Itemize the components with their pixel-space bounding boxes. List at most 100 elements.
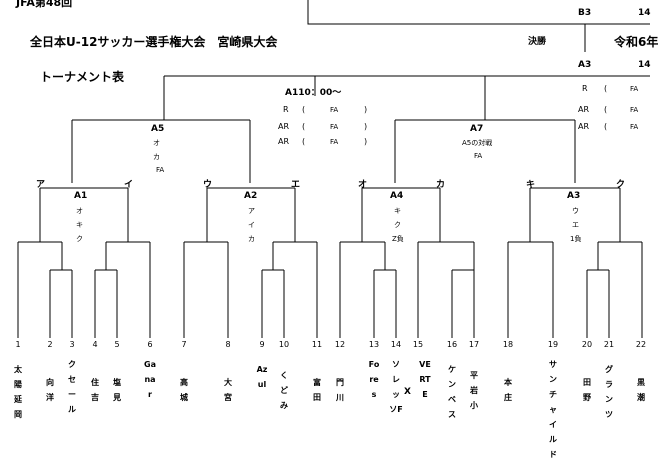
team-name: 太陽延岡 [14,365,22,419]
team-number: 6 [147,340,153,349]
tournament-title: 全日本U-12サッカー選手権大会 宮崎県大会 [30,35,278,49]
team-name: 大宮 [224,378,232,402]
team-number: 1 [15,340,21,349]
a3-qf-code: A3 [567,191,581,201]
a1-line: ク [76,235,83,243]
a5-code: A5 [151,124,165,134]
team-name: 塩見 [113,378,121,402]
team-name: 向洋 [46,378,54,402]
b3-code: B3 [578,8,592,18]
a4-line: Z負 [392,235,404,243]
team-number: 17 [468,340,480,349]
team-number: 22 [635,340,647,349]
a2-code: A2 [244,191,258,201]
team-name: Azul [256,365,268,389]
a4-code: A4 [390,191,404,201]
top-match-label: A110：00〜 [285,88,342,98]
a3-qf-line: ウ [572,207,579,215]
official-open: ( [302,137,306,146]
team-number: 3 [69,340,75,349]
official-value: FA [330,138,339,146]
a5-line: オ [153,139,160,147]
a2-line: カ [248,235,255,243]
official-role: AR [578,122,590,131]
team-name: Fores [368,360,380,399]
team-number: 2 [47,340,53,349]
a3-qf-line: エ [572,221,579,229]
official-open: ( [302,105,306,114]
official-role: R [283,105,289,114]
era-label: 令和6年 [614,35,658,49]
edition-label: JFA第48回 [16,0,73,9]
team-number: 9 [259,340,265,349]
group-letter: ク [616,180,626,190]
group-letter: エ [291,180,301,190]
team-name: VERTE [419,360,431,399]
team-name: サンチャイルド [549,360,557,459]
a1-code: A1 [74,191,88,201]
team-name: 本庄 [504,378,512,402]
group-letter: キ [526,180,536,190]
bracket-title: トーナメント表 [40,70,125,84]
x-mark: X [404,387,411,397]
official-open: ( [604,84,608,93]
a2-line: イ [248,221,255,229]
team-number: 8 [225,340,231,349]
official-open: ( [604,105,608,114]
official-value: FA [630,123,639,131]
official-role: AR [278,122,290,131]
final-label: 決勝 [528,37,547,47]
official-role: AR [278,137,290,146]
official-open: ( [604,122,608,131]
team-name: 高城 [180,378,188,402]
team-number: 21 [603,340,615,349]
team-name: 田野 [583,378,591,402]
group-letter: ア [36,180,46,190]
team-name: 住吉 [91,378,99,402]
team-number: 12 [334,340,346,349]
team-number: 15 [412,340,424,349]
official-value: FA [630,106,639,114]
team-name: 黒潮 [637,378,645,402]
official-close: ) [364,137,368,146]
bracket-lines [17,0,650,338]
group-letter: イ [124,180,134,190]
team-number: 20 [581,340,593,349]
a7-line: FA [474,152,483,160]
a5-line: FA [156,166,165,174]
official-value: FA [330,106,339,114]
team-number: 13 [368,340,380,349]
team-number: 18 [502,340,514,349]
team-name: 平岩小 [470,371,478,410]
a3-qf-line: 1負 [570,235,582,243]
team-name: グランツ [605,365,613,419]
team-name: ケンベス [448,365,456,419]
a3-code: A3 [578,60,592,70]
team-number: 11 [311,340,323,349]
a2-line: ア [248,207,255,215]
team-name: ソレッソF [389,360,403,414]
team-number: 16 [446,340,458,349]
a1-line: キ [76,221,83,229]
a1-line: オ [76,207,83,215]
team-number: 4 [92,340,98,349]
a4-line: キ [394,207,401,215]
team-name: Ganar [144,360,156,399]
b3-number: 14 [638,8,651,18]
team-number: 14 [390,340,402,349]
official-close: ) [364,105,368,114]
official-value: FA [630,85,639,93]
a4-line: ク [394,221,401,229]
team-number: 7 [181,340,187,349]
a7-line: A5の対戦 [462,139,493,147]
team-name: クセール [68,360,76,414]
team-name: くどみ [280,371,288,410]
team-name: 富田 [313,378,321,402]
group-letter: オ [358,180,368,190]
group-letter: ウ [203,180,213,190]
official-role: AR [578,105,590,114]
team-number: 10 [278,340,290,349]
team-number: 5 [114,340,120,349]
official-role: R [582,84,588,93]
team-number: 19 [547,340,559,349]
